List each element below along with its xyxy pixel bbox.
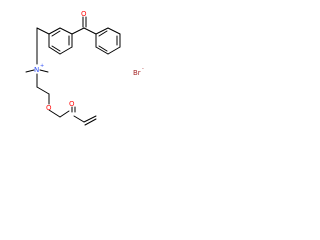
bond <box>107 46 121 55</box>
bond <box>95 27 109 35</box>
bromide-label: Br <box>133 69 141 77</box>
ammonium-charge-label: + <box>40 63 44 69</box>
ammonium-substituents <box>25 69 50 105</box>
methyl-bond <box>39 69 49 73</box>
bond <box>71 27 85 35</box>
bond <box>83 27 97 35</box>
bond <box>59 46 73 55</box>
molecule-diagram: O N + O O Br - <box>25 10 144 126</box>
bond <box>48 27 61 35</box>
bond <box>36 27 50 35</box>
ester-oxygen-label: O <box>46 104 52 112</box>
double-bond-inner <box>98 45 108 52</box>
double-bond-inner <box>51 30 61 37</box>
methyl-bond <box>25 69 35 73</box>
bond <box>95 46 109 55</box>
double-bond-inner <box>51 45 61 52</box>
bond <box>73 115 85 123</box>
bond <box>48 46 61 55</box>
bond <box>83 115 97 123</box>
ketone-oxygen-label: O <box>81 10 87 18</box>
double-bond-inner <box>84 118 97 126</box>
acrylate-group <box>48 106 97 126</box>
bond <box>107 27 121 35</box>
bond <box>48 109 61 118</box>
bromide-charge-label: - <box>142 66 144 72</box>
bond <box>36 86 50 95</box>
structure-canvas: O N + O O Br - <box>0 0 150 150</box>
double-bond-inner <box>98 30 108 37</box>
ammonium-nitrogen-label: N <box>34 66 39 74</box>
phenyl-ring <box>95 27 121 55</box>
carbonyl-oxygen-label: O <box>69 100 75 108</box>
central-benzene-ring <box>48 27 73 55</box>
bond <box>59 27 73 35</box>
benzyl-linker <box>36 27 50 65</box>
bond <box>59 110 70 118</box>
benzoyl-carbonyl <box>71 16 97 35</box>
